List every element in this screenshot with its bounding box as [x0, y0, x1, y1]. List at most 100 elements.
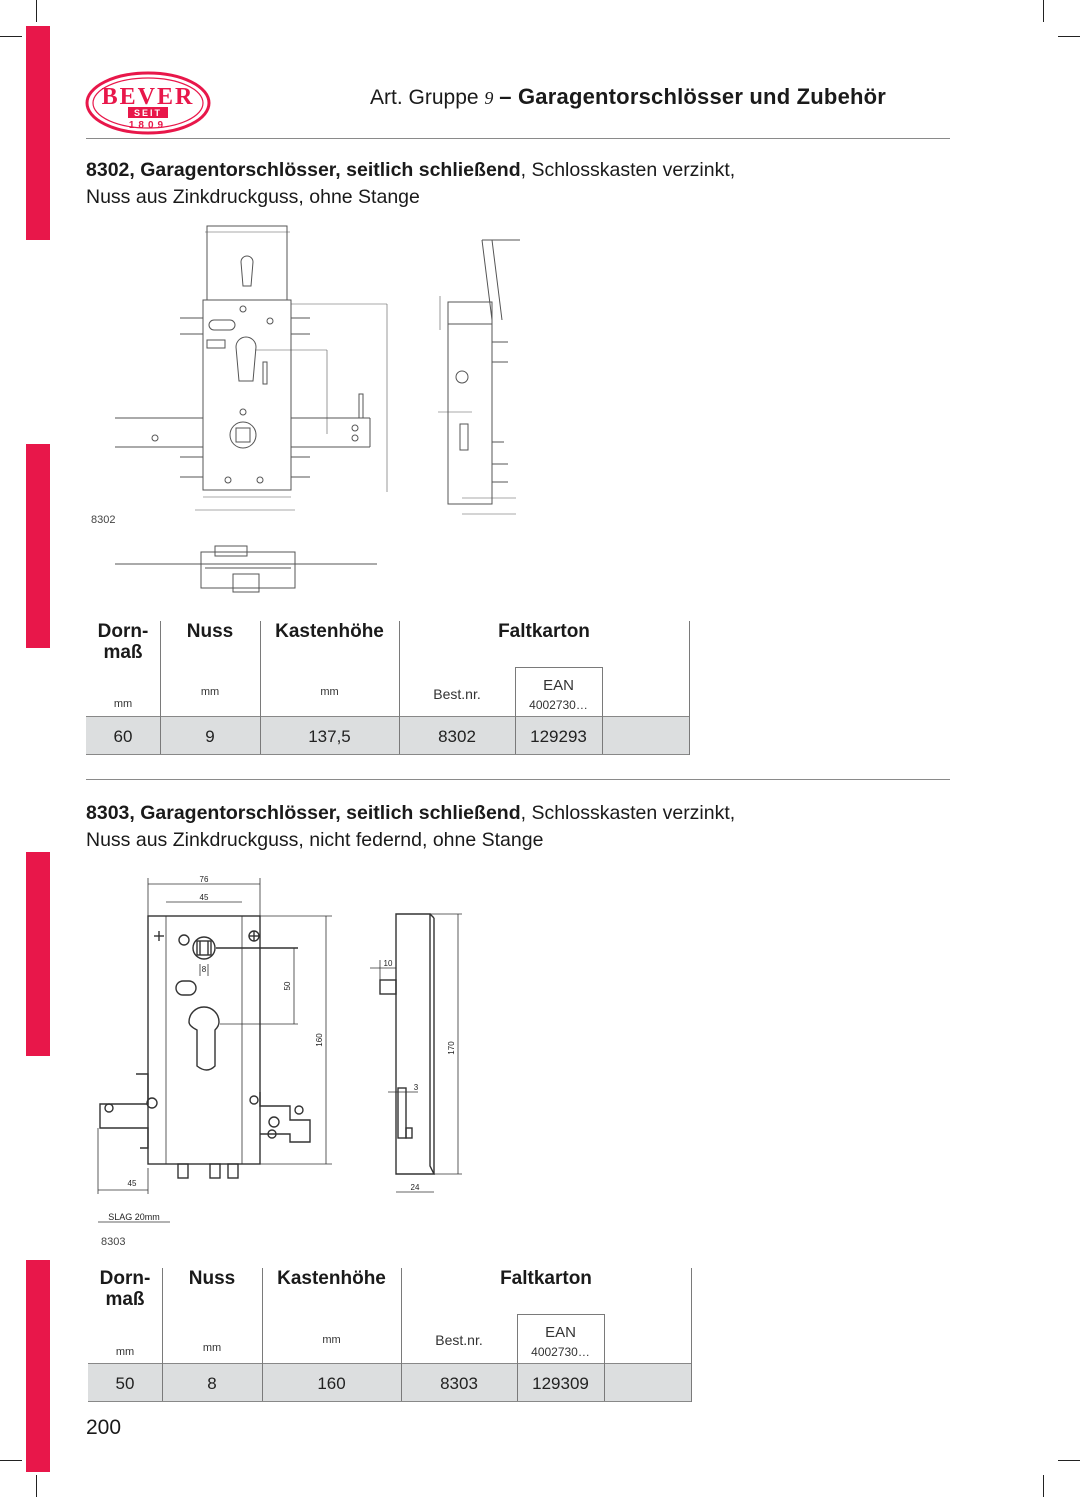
table-divider	[399, 716, 400, 754]
crop-mark	[36, 1475, 37, 1497]
header-group: 9	[484, 88, 494, 108]
slag-label: SLAG 20mm	[108, 1212, 160, 1222]
cell-ean: 129293	[530, 727, 587, 746]
section-rule	[86, 779, 950, 780]
header-faltkarton: Faltkarton	[500, 1268, 592, 1289]
dim-45-bottom: 45	[128, 1179, 137, 1188]
header-dornmass-line2: maß	[105, 1289, 145, 1310]
technical-drawing-8303-side: 10 3 170 24	[370, 913, 462, 1193]
crop-mark	[1043, 1475, 1044, 1497]
crop-mark	[0, 1460, 22, 1461]
side-tab	[26, 1260, 50, 1472]
unit-dornmass: mm	[113, 698, 133, 710]
bever-logo: BEVER SEIT 1809	[85, 71, 211, 135]
crop-mark	[1058, 1460, 1080, 1461]
crop-mark	[1043, 0, 1044, 22]
table-divider	[602, 716, 603, 754]
cell-bestnr: 8303	[440, 1374, 478, 1393]
header-dornmass: Dorn- maß	[86, 621, 160, 663]
crop-mark	[0, 36, 22, 37]
product-title-rest: , Schlosskasten verzinkt,	[520, 159, 736, 181]
table-divider	[160, 621, 161, 755]
table-row	[88, 1363, 691, 1402]
dim-24: 24	[411, 1183, 420, 1192]
table-divider	[162, 1268, 163, 1402]
header-title: Art. Gruppe 9 – Garagentorschlösser und …	[370, 84, 886, 110]
table-divider	[515, 667, 602, 668]
header-dornmass-line1: Dorn-	[97, 621, 149, 642]
crop-mark	[1058, 36, 1080, 37]
cell-dornmass: 50	[115, 1374, 135, 1393]
unit-dornmass: mm	[115, 1346, 135, 1358]
cell-bestnr: 8302	[438, 727, 476, 746]
product-subtitle: Nuss aus Zinkdruckguss, ohne Stange	[86, 186, 420, 208]
product-subtitle: Nuss aus Zinkdruckguss, nicht federnd, o…	[86, 829, 544, 851]
unit-bestnr: Best.nr.	[433, 686, 481, 702]
product-title-bold: 8303, Garagentorschlösser, seitlich schl…	[86, 802, 521, 824]
header-faltkarton: Faltkarton	[498, 621, 590, 642]
unit-ean: EAN	[545, 1324, 576, 1341]
side-tab	[26, 444, 50, 648]
spec-table-8303: Dorn- maß Nuss Kastenhöhe Faltkarton mm …	[88, 1268, 692, 1404]
table-divider	[517, 1314, 604, 1315]
dim-50: 50	[283, 981, 292, 990]
table-divider	[517, 1363, 518, 1401]
logo-brand: BEVER	[102, 84, 195, 110]
table-divider	[517, 1314, 518, 1402]
technical-drawing-8303-front: 76 45 8 50 160 45 SLAG 20mm	[97, 875, 332, 1223]
figure-label-8302: 8302	[91, 514, 116, 526]
table-divider	[604, 1314, 605, 1402]
table-divider	[515, 716, 516, 754]
product-title-bold: 8302, Garagentorschlösser, seitlich schl…	[86, 159, 521, 181]
spec-table-8302: Dorn- maß Nuss Kastenhöhe Faltkarton mm …	[86, 621, 690, 757]
unit-nuss: mm	[202, 1342, 222, 1354]
header-rule	[86, 138, 950, 139]
table-divider	[262, 1363, 263, 1401]
dim-3: 3	[414, 1083, 419, 1092]
cell-ean: 129309	[532, 1374, 589, 1393]
side-tab	[26, 26, 50, 240]
logo-seit: SEIT	[134, 108, 162, 118]
dim-8: 8	[202, 965, 207, 974]
page-number: 200	[86, 1416, 122, 1439]
unit-kastenhoehe: mm	[320, 686, 339, 698]
technical-drawing-8302-side	[438, 239, 520, 515]
header-dornmass-line1: Dorn-	[99, 1268, 151, 1289]
table-divider	[689, 621, 690, 755]
dim-170: 170	[447, 1041, 456, 1055]
unit-ean: EAN	[543, 677, 574, 694]
dim-10: 10	[384, 959, 393, 968]
unit-kastenhoehe: mm	[322, 1334, 341, 1346]
logo-year: 1809	[129, 120, 167, 131]
table-divider	[515, 667, 516, 755]
cell-kastenhoehe: 160	[317, 1374, 346, 1393]
unit-bestnr: Best.nr.	[435, 1332, 483, 1348]
header-kastenhoehe: Kastenhöhe	[275, 621, 384, 642]
dim-76: 76	[200, 875, 209, 884]
figure-label-8303: 8303	[101, 1236, 126, 1248]
header-main-title: – Garagentorschlösser und Zubehör	[499, 84, 887, 109]
cell-nuss: 8	[207, 1374, 217, 1393]
table-divider	[399, 621, 400, 755]
cell-dornmass: 60	[113, 727, 133, 746]
unit-ean-prefix: 4002730…	[529, 698, 588, 712]
product-title-rest: , Schlosskasten verzinkt,	[520, 802, 736, 824]
table-divider	[691, 1268, 692, 1402]
table-divider	[260, 621, 261, 755]
table-divider	[262, 1268, 263, 1402]
table-divider	[602, 667, 603, 755]
table-divider	[260, 716, 261, 754]
table-divider	[401, 1268, 402, 1402]
cell-kastenhoehe: 137,5	[308, 727, 351, 746]
technical-drawing-8302-front	[115, 225, 388, 511]
header-nuss: Nuss	[188, 1268, 236, 1289]
unit-nuss: mm	[200, 686, 220, 698]
table-row	[86, 716, 689, 755]
header-dornmass: Dorn- maß	[88, 1268, 162, 1310]
unit-ean-prefix: 4002730…	[531, 1345, 590, 1359]
header-kastenhoehe: Kastenhöhe	[277, 1268, 386, 1289]
table-divider	[401, 1363, 402, 1401]
table-divider	[162, 1363, 163, 1401]
crop-mark	[36, 0, 37, 22]
product-title-8303: 8303, Garagentorschlösser, seitlich schl…	[86, 800, 735, 854]
